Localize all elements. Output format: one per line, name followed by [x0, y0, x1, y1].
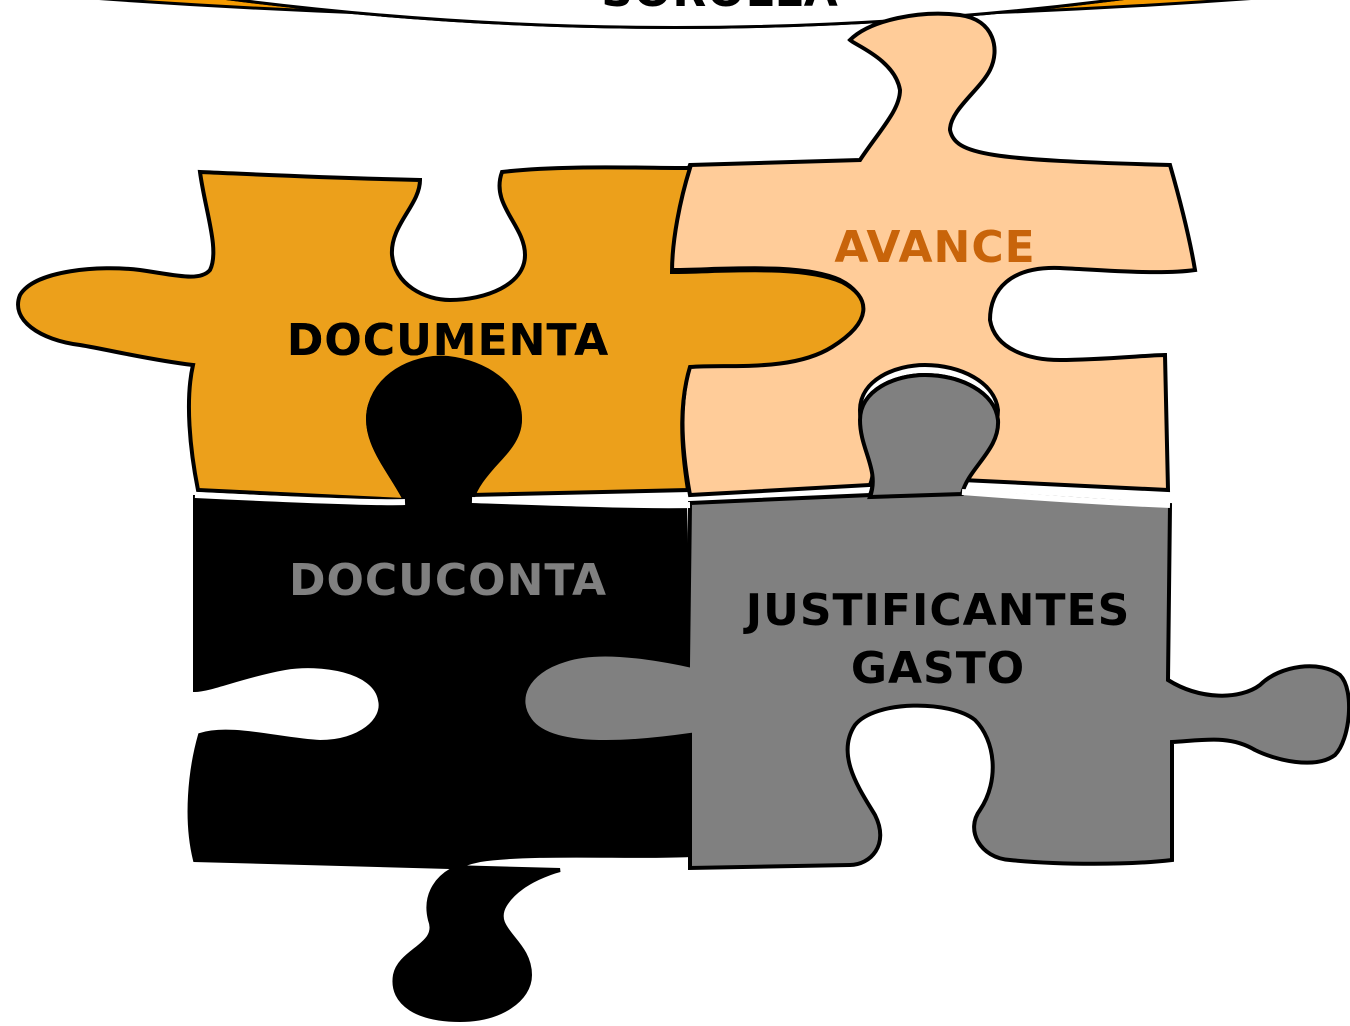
- top-banner: SOROLLA: [0, 0, 1350, 46]
- puzzle-piece-justificantes: JUSTIFICANTES GASTO: [521, 372, 1350, 871]
- justificantes-label-line1: JUSTIFICANTES: [743, 585, 1131, 636]
- seam-left: [194, 492, 406, 506]
- documenta-label-overlay: DOCUMENTA: [287, 315, 609, 366]
- banner-title: SOROLLA: [601, 0, 839, 17]
- seam-right: [961, 489, 1171, 508]
- seam-middle: [471, 497, 691, 509]
- docuconta-top-knob: [366, 355, 523, 502]
- justificantes-label-line2: GASTO: [851, 643, 1025, 694]
- puzzle-piece-docuconta: DOCUCONTA: [187, 355, 692, 1023]
- justificantes-top-knob: [857, 372, 1001, 500]
- puzzle-piece-avance: AVANCE: [667, 11, 1198, 498]
- docuconta-label: DOCUCONTA: [289, 555, 607, 606]
- avance-label: AVANCE: [834, 222, 1035, 273]
